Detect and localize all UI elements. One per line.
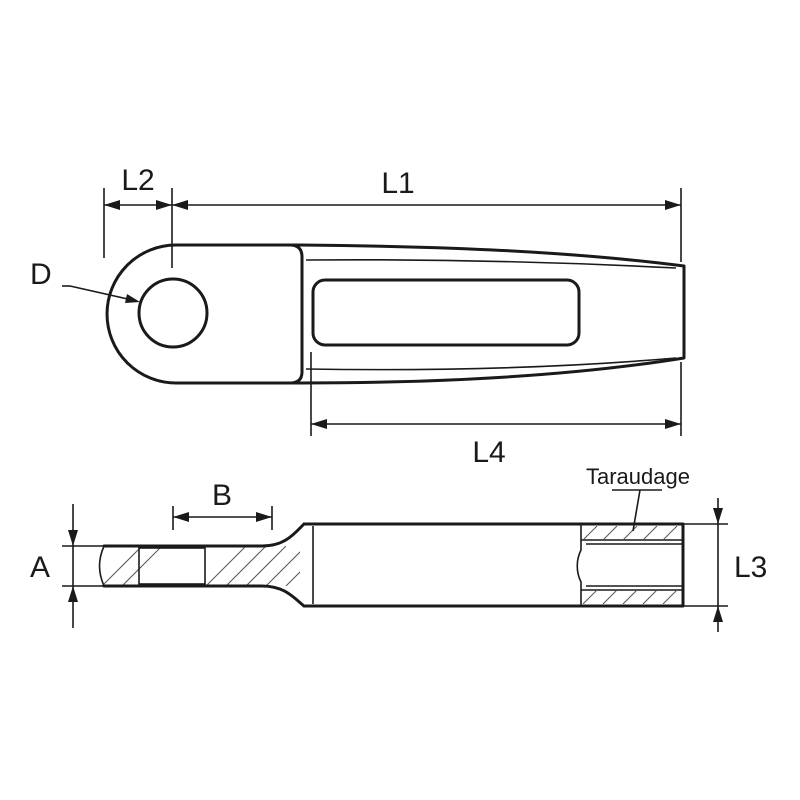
body-slot <box>311 278 581 347</box>
body-side-outline <box>302 522 685 608</box>
thread-bore <box>576 524 683 606</box>
label-D: D <box>30 258 52 291</box>
body-inner-line <box>305 259 677 269</box>
dimension-L3: L3 <box>683 498 767 632</box>
label-L1: L1 <box>381 167 414 200</box>
top-view <box>105 243 686 385</box>
eye-head-outline <box>105 243 304 385</box>
dimension-L1: L1 <box>172 167 682 262</box>
label-A: A <box>30 551 50 584</box>
label-B: B <box>212 479 232 512</box>
label-taraudage: Taraudage <box>586 464 690 489</box>
eye-bore-section <box>138 547 206 585</box>
dimension-A: A <box>30 504 104 628</box>
label-L3: L3 <box>734 551 767 584</box>
label-L4: L4 <box>472 436 505 469</box>
dimension-B: B <box>172 479 273 530</box>
eye-section-outline <box>102 522 306 608</box>
tapered-body-outline <box>290 243 686 385</box>
section-break-left <box>98 545 105 587</box>
side-view <box>98 522 685 608</box>
dimension-L2: L2 <box>103 164 173 268</box>
label-L2: L2 <box>121 164 154 197</box>
eye-hole <box>137 277 209 349</box>
dimension-D: D <box>30 258 140 303</box>
dimension-L4: L4 <box>310 352 682 469</box>
body-inner-line-bottom <box>305 357 677 371</box>
section-hatching <box>102 546 300 586</box>
thread-callout: Taraudage <box>586 464 690 532</box>
